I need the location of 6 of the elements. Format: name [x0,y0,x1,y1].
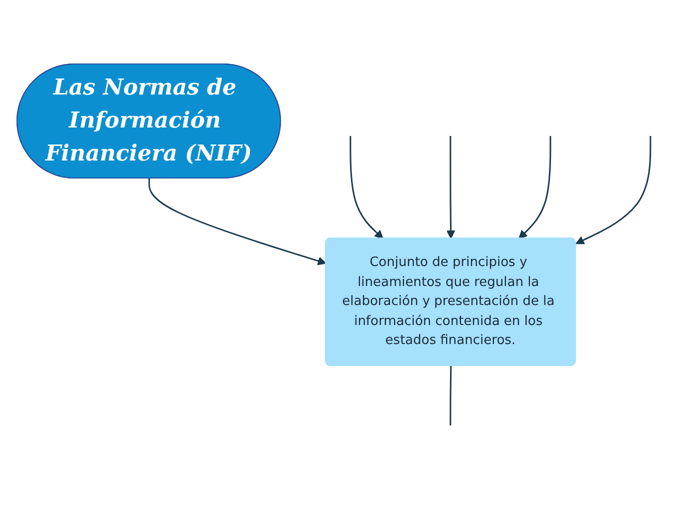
arrow [148,178,326,266]
connector [449,366,452,426]
arrow [575,136,651,244]
arrow [349,136,384,240]
arrow [446,136,455,240]
arrow [518,136,551,240]
